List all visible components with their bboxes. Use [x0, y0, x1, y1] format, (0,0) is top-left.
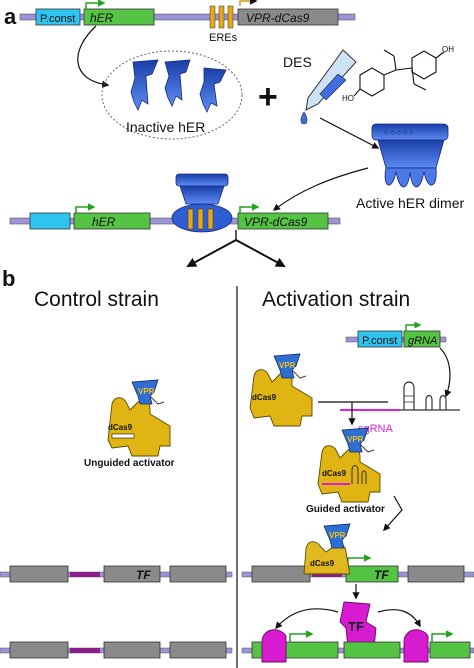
activation-title: Activation strain [262, 288, 410, 311]
split-arrow-right [235, 239, 286, 267]
promoter-box [29, 212, 71, 230]
svg-text:OH: OH [442, 45, 454, 54]
vpr-label: VPR [347, 435, 364, 444]
svg-text:◇ ◇ ◇ ◇ ◇: ◇ ◇ ◇ ◇ ◇ [384, 130, 414, 136]
active-her-label: Active hER dimer [356, 195, 464, 211]
tf-protein: TF [339, 601, 377, 649]
activation-dna-row-1: TF VPR dCas9 [241, 523, 474, 583]
her-gene-box [73, 212, 151, 230]
dcas9-label: dCas9 [252, 393, 277, 402]
tf-arrow-right [377, 609, 421, 628]
tf-gene-label: TF [136, 568, 151, 582]
panel-b-letter: b [2, 266, 15, 291]
tf-protein-label: TF [348, 619, 364, 634]
activation-dna-row-2 [241, 629, 474, 663]
top-construct: P.const hER VPR-dCas9 EREs [19, 0, 356, 44]
ere-site [197, 208, 204, 230]
tf-gene-label: TF [374, 568, 389, 582]
inactive-her-label: Inactive hER [126, 119, 205, 135]
control-dna-row-2 [0, 641, 233, 659]
des-molecule-icon: HO OH [342, 45, 454, 103]
promoter-label: P.const [362, 335, 397, 347]
bound-construct: hER VPR-dCas9 [9, 173, 341, 233]
vpr-dcas9-gene-label: VPR-dCas9 [246, 11, 310, 25]
her-monomer [164, 59, 191, 107]
her-monomer [130, 59, 159, 111]
grna-label: gRNA [408, 335, 437, 347]
vpr-promoter-arrow [239, 203, 260, 213]
vpr-dcas9-gene-label: VPR-dCas9 [244, 215, 308, 229]
des-label: DES [283, 54, 312, 70]
vpr-dcas9-gene-box [237, 212, 329, 230]
control-dna-row-1: TF [0, 565, 233, 583]
ere-site [207, 208, 214, 230]
her-gene-label: hER [92, 215, 116, 229]
guided-activator: VPR dCas9 [317, 427, 381, 503]
dcas9-label: dCas9 [322, 469, 347, 478]
unguided-activator: VPR dCas9 [107, 379, 171, 457]
her-gene-label: hER [90, 11, 114, 25]
vpr-promoter-arrow [239, 0, 258, 6]
her-promoter-arrow [85, 0, 106, 9]
binding-arrow [319, 117, 380, 149]
inactive-her-group: Inactive hER [101, 50, 243, 140]
vpr-label: VPR [329, 531, 346, 540]
control-title: Control strain [34, 288, 159, 311]
vpr-label: VPR [138, 387, 155, 396]
dcas9-label: dCas9 [108, 423, 133, 432]
guided-to-dna-arrow [383, 495, 403, 532]
ere-site [187, 208, 194, 230]
promoter-label: P.const [40, 13, 75, 25]
her-gene-box [83, 8, 155, 26]
guided-label: Guided activator [306, 504, 385, 515]
ere-site [227, 5, 234, 29]
promoter-box [35, 8, 81, 26]
inactive-her-ellipse [101, 50, 243, 140]
her-promoter-arrow [75, 203, 96, 213]
vpr-dcas9-gene-box [237, 8, 339, 26]
her-monomer [199, 67, 227, 113]
backbone [19, 13, 356, 21]
unguided-label: Unguided activator [84, 458, 175, 469]
grna-expression-arrow [439, 347, 452, 398]
svg-text:HO: HO [342, 94, 354, 103]
plus-sign: + [258, 78, 278, 116]
sgrna-icon [340, 381, 460, 411]
tf-arrow-left [275, 608, 339, 630]
eres-label: EREs [209, 32, 238, 44]
ere-site [218, 5, 225, 29]
expression-arrow [77, 25, 110, 88]
ere-site [209, 5, 216, 29]
dimer-binding-arrow [272, 167, 369, 211]
dcas9-label: dCas9 [310, 559, 335, 568]
activation-unguided-activator: VPR dCas9 [249, 353, 313, 427]
grna-construct: P.const gRNA [345, 321, 447, 348]
split-arrow-left [186, 239, 237, 267]
active-her-dimer: ◇ ◇ ◇ ◇ ◇ [371, 123, 449, 188]
pipette-icon [300, 49, 357, 125]
panel-a-letter: a [4, 4, 17, 29]
vpr-label: VPR [279, 361, 296, 370]
